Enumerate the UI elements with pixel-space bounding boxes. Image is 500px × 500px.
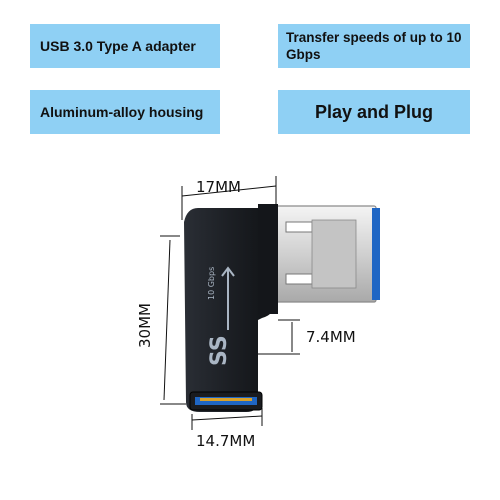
ss-logo-text: SS — [207, 335, 232, 366]
feature-text: Play and Plug — [314, 101, 434, 122]
dimension-lines — [160, 176, 300, 430]
adapter-body — [184, 204, 278, 412]
thickness-dimension-label: 7.4MM — [306, 328, 356, 346]
feature-text: Transfer speeds of up to 10 Gbps — [286, 30, 462, 62]
feature-badge-plug: Play and Plug — [278, 90, 470, 134]
port-width-dimension-label: 14.7MM — [196, 432, 255, 450]
feature-badge-usb-type: USB 3.0 Type A adapter — [30, 24, 220, 68]
superspeed-logo: SS 10 Gbps — [207, 266, 235, 366]
height-dimension-label: 30MM — [136, 303, 154, 348]
speed-logo-text: 10 Gbps — [207, 267, 216, 300]
usb-a-port — [189, 391, 263, 411]
width-dimension-label: 17MM — [196, 178, 241, 196]
usb-a-plug — [271, 205, 380, 303]
feature-text: USB 3.0 Type A adapter — [40, 38, 196, 54]
feature-text: Aluminum-alloy housing — [40, 104, 204, 120]
feature-badge-housing: Aluminum-alloy housing — [30, 90, 220, 134]
feature-badge-speed: Transfer speeds of up to 10 Gbps — [278, 24, 470, 68]
